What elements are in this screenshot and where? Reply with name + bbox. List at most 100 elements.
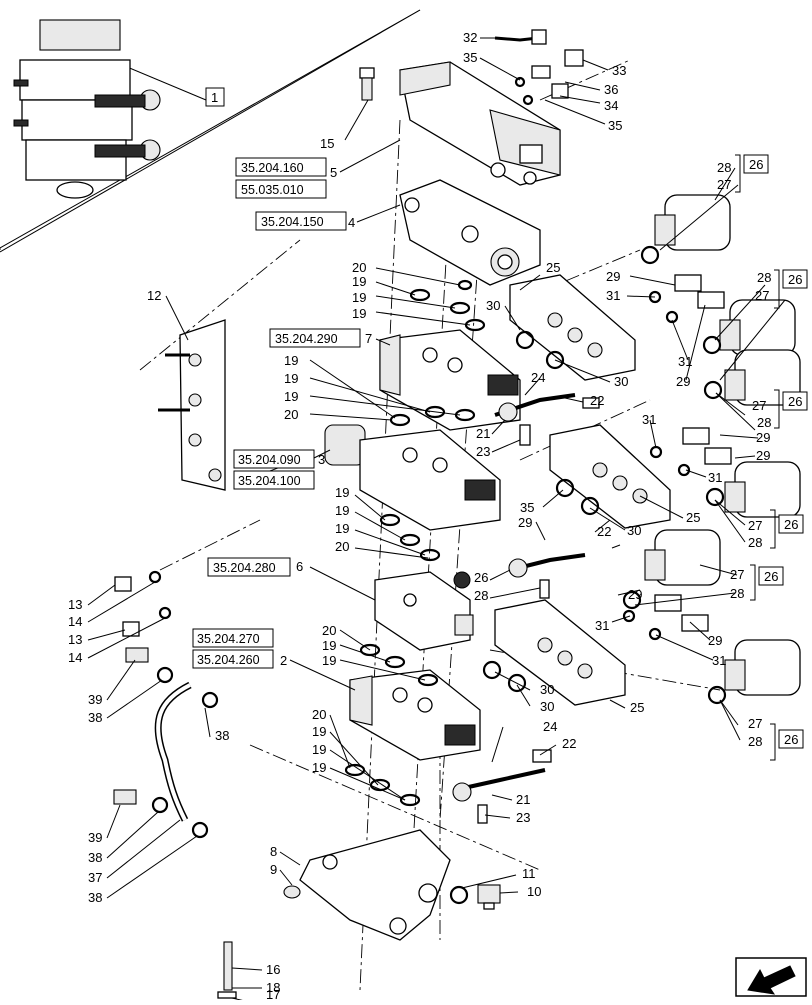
callout-23-b: 23: [516, 810, 530, 825]
side-bracket-25b: [549, 424, 671, 529]
adapter-39b: [113, 789, 137, 805]
seal-35a: [514, 76, 526, 88]
callout-16: 16: [266, 962, 280, 977]
callout-19-d: 19: [284, 353, 298, 368]
callout-28-c: 28: [757, 415, 771, 430]
callout-36: 36: [604, 82, 618, 97]
callout-29-f: 29: [628, 587, 642, 602]
callout-19-c: 19: [352, 306, 366, 321]
bracket-12: [158, 319, 226, 491]
callout-28-b: 28: [757, 270, 771, 285]
callout-22-a: 22: [590, 393, 604, 408]
callout-30-a: 30: [486, 298, 500, 313]
lever-26: [508, 553, 586, 578]
callout-26-lever: 26: [474, 570, 488, 585]
callout-23-a: 23: [476, 444, 490, 459]
adapter-39a: [125, 647, 149, 663]
callout-38-d: 38: [88, 890, 102, 905]
callout-13-b: 13: [68, 632, 82, 647]
callout-19-l: 19: [312, 724, 326, 739]
ref-35-204-090: 35.204.090: [238, 453, 301, 467]
callout-box-1: [205, 87, 225, 107]
pin-23b: [477, 804, 488, 824]
coupler-27b: [719, 299, 796, 356]
callout-29-d: 29: [756, 448, 770, 463]
washer-14b: [158, 606, 172, 620]
callout-22-b: 22: [597, 524, 611, 539]
inset-overview: 1: [0, 9, 421, 253]
inlet-body-4: [399, 179, 541, 286]
callout-5: 5: [330, 165, 337, 180]
washer-38c: [151, 796, 169, 814]
valve-section-2: [349, 669, 481, 761]
callout-26d: 26: [784, 517, 798, 532]
callout-27-e: 27: [730, 567, 744, 582]
callout-30-e: 30: [540, 699, 554, 714]
orings-19-20: [344, 279, 486, 807]
callout-26a: 26: [749, 157, 763, 172]
valve-section-6: [374, 571, 474, 651]
callout-20-a: 20: [352, 260, 366, 275]
next-page-arrow-icon[interactable]: [735, 957, 807, 997]
seal-11: [449, 885, 469, 905]
callout-28-d: 28: [748, 535, 762, 550]
callout-15: 15: [320, 136, 334, 151]
callout-39-b: 39: [88, 830, 102, 845]
callout-31-f: 31: [712, 653, 726, 668]
plugs-29: [654, 274, 732, 632]
callout-28-pin: 28: [474, 588, 488, 603]
ref-35-204-160: 35.204.160: [241, 161, 304, 175]
callout-30-d: 30: [540, 682, 554, 697]
callout-11: 11: [522, 866, 536, 881]
callout-26c: 26: [788, 394, 802, 409]
callout-1: 1: [211, 90, 218, 105]
callout-20-d: 20: [322, 623, 336, 638]
callout-24-a: 24: [531, 370, 545, 385]
fitting-36: [531, 65, 551, 79]
callout-34: 34: [604, 98, 618, 113]
callout-14-b: 14: [68, 650, 82, 665]
callout-33: 33: [612, 63, 626, 78]
callout-21-b: 21: [516, 792, 530, 807]
ref-35-204-280: 35.204.280: [213, 561, 276, 575]
callout-19-i: 19: [335, 521, 349, 536]
valve-section-7: [379, 329, 521, 431]
callout-27-d: 27: [748, 518, 762, 533]
callout-numbers: 32 35 33 36 34 35 15 5 4 12 20 19 19 19 …: [68, 30, 771, 1002]
callout-38-a: 38: [88, 710, 102, 725]
reference-boxes: 35.204.160 55.035.010 35.204.150 35.204.…: [192, 157, 361, 669]
pipe-37: [154, 681, 192, 822]
pin-23a: [519, 424, 531, 446]
callout-31-d: 31: [708, 470, 722, 485]
side-bracket-25c: [494, 599, 626, 706]
lever-21a: [494, 393, 576, 422]
callout-31-c: 31: [642, 412, 656, 427]
ref-35-204-270: 35.204.270: [197, 632, 260, 646]
coupler-27d: [724, 461, 801, 518]
callout-26e: 26: [764, 569, 778, 584]
clip-22a: [582, 397, 600, 409]
callout-29-b: 29: [676, 374, 690, 389]
callout-27-f: 27: [748, 716, 762, 731]
callout-30-c: 30: [627, 523, 641, 538]
washer-38a: [156, 666, 174, 684]
callout-19-k: 19: [322, 653, 336, 668]
callout-27-c: 27: [752, 398, 766, 413]
callout-19-j: 19: [322, 638, 336, 653]
callout-17: 17: [266, 987, 280, 1000]
callout-35-top: 35: [463, 50, 477, 65]
callout-4: 4: [348, 215, 355, 230]
leader-lines: [87, 37, 786, 1005]
orings-28: [622, 245, 727, 705]
stud-16: [217, 941, 237, 999]
callout-9: 9: [270, 862, 277, 877]
callout-31-b: 31: [678, 354, 692, 369]
valve-section-3: [324, 424, 501, 531]
callout-35-mid: 35: [520, 500, 534, 515]
ref-35-204-290: 35.204.290: [275, 332, 338, 346]
callout-32: 32: [463, 30, 477, 45]
callout-14-a: 14: [68, 614, 82, 629]
callout-13-a: 13: [68, 597, 82, 612]
callout-26b: 26: [788, 272, 802, 287]
